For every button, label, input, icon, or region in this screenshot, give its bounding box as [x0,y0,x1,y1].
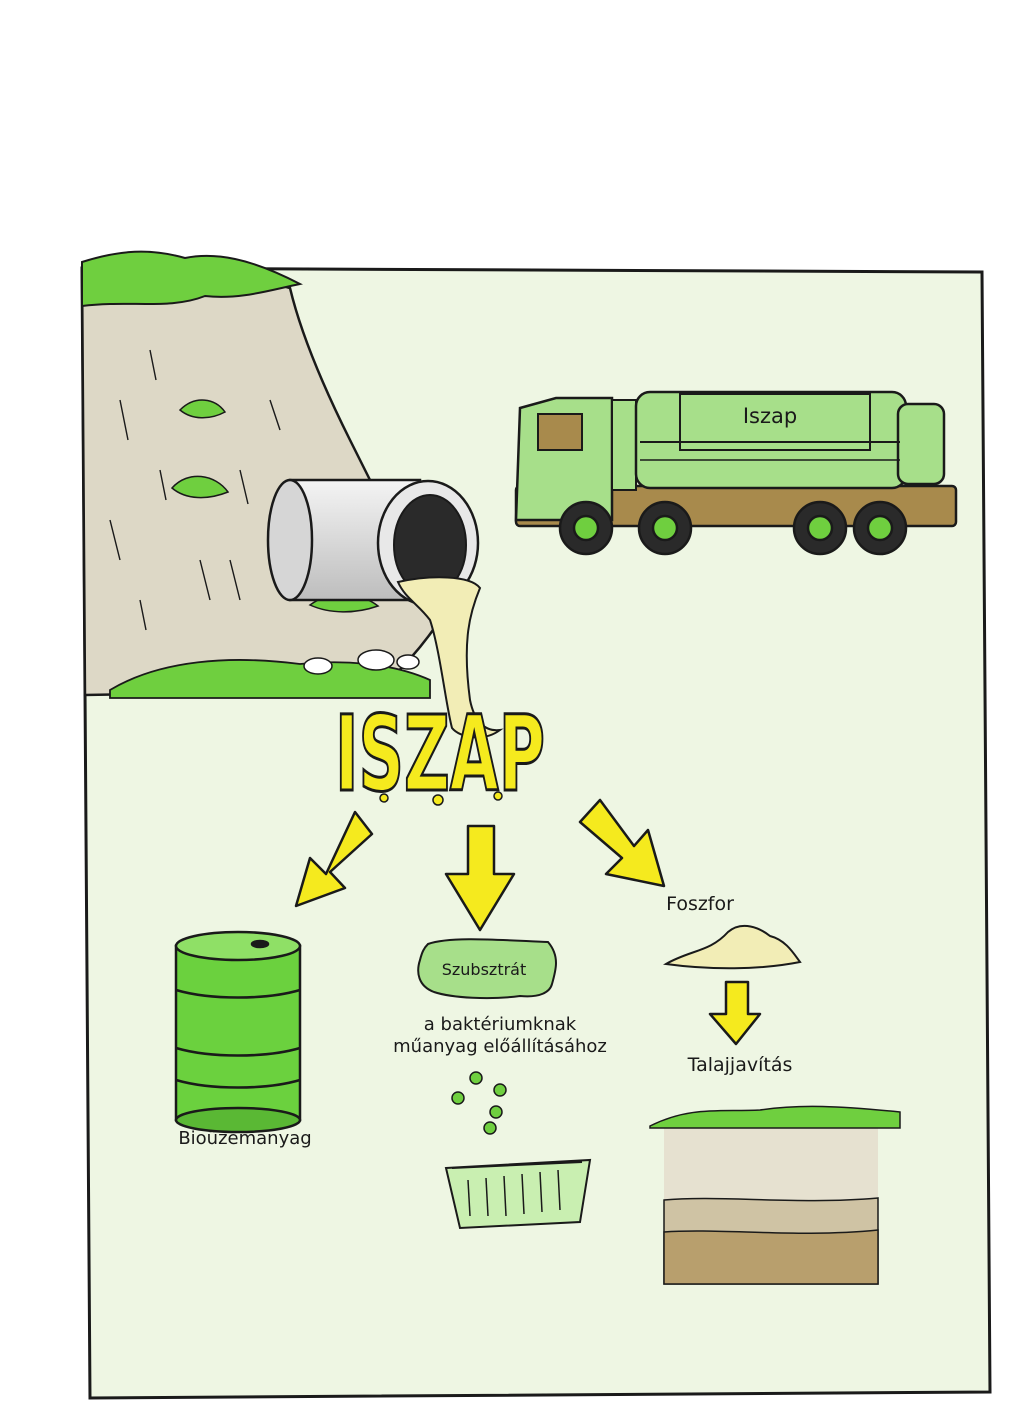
title-text: ISZAP [335,693,545,815]
barrel-illustration [174,930,302,1134]
biofuel-label: Bioüzemanyag [178,1128,312,1149]
arrow-to-soil [708,980,762,1046]
title-lettering: ISZAP [334,692,547,817]
substrate-description: a baktériumknak műanyag előállításához [380,1014,620,1058]
bacteria-icons [451,1071,507,1135]
arrow-to-phosphorus [578,798,666,888]
arrow-to-biofuel [294,810,374,908]
soil-illustration [649,1105,901,1285]
plastic-tray-icon [444,1158,592,1230]
phosphorus-label: Foszfor [666,893,734,915]
arrow-to-substrate [444,824,516,932]
substrate-blob [417,938,557,1000]
soil-improvement-label: Talajjavítás [687,1054,793,1076]
truck-tank-label: Iszap [742,404,798,428]
arrows [294,798,762,1046]
phosphorus-pile [662,924,802,970]
sludge-stream [396,576,504,739]
substrate-description-line-1: a baktériumknak [423,1014,577,1035]
substrate-description-line-2: műanyag előállításához [393,1036,607,1057]
pipe-illustration [266,478,480,607]
truck-illustration [514,390,958,556]
substrate-label: Szubsztrát [441,960,527,979]
